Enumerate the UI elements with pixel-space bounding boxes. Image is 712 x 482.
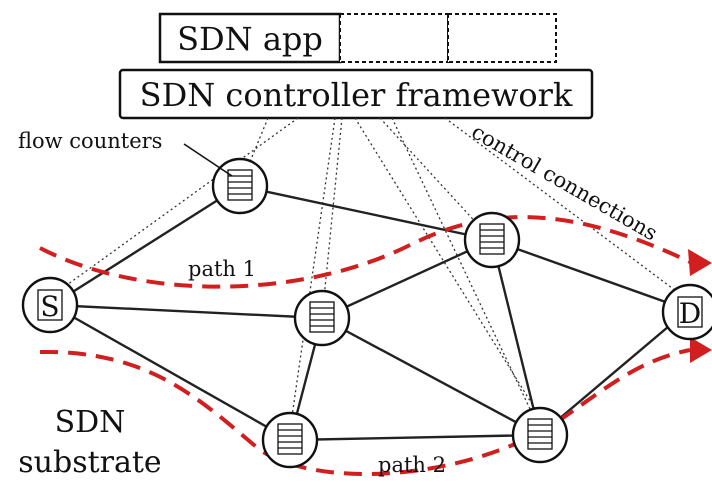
substrate-label-line2: substrate — [18, 445, 161, 480]
path-2-curve — [39, 348, 691, 476]
link — [321, 316, 541, 437]
flow-counters-label: flow counters — [18, 129, 162, 153]
path-2-arrowhead — [690, 337, 712, 363]
path-1-curve — [39, 215, 691, 289]
switch-node — [463, 211, 521, 269]
flow-table-icon — [277, 423, 303, 455]
flow-table-icon — [227, 169, 253, 201]
link — [51, 303, 291, 442]
destination-box — [677, 296, 703, 328]
controller-box — [118, 68, 594, 120]
controller-framework: SDN controller framework — [118, 68, 594, 120]
path-2-label: path 2 — [378, 453, 446, 477]
control-line — [444, 117, 689, 301]
control-line — [354, 117, 546, 426]
controller-label: SDN controller framework — [140, 76, 573, 114]
destination-label: D — [679, 297, 701, 330]
switch-node — [211, 157, 269, 215]
sdn-app-box — [158, 12, 342, 64]
substrate-links — [51, 184, 689, 442]
control-line — [59, 117, 299, 291]
path-1-arrowhead — [688, 249, 712, 276]
flow-counters-pointer — [183, 143, 233, 177]
switch-node — [261, 411, 319, 469]
destination-node: D — [661, 283, 712, 341]
flow-table-icon — [527, 418, 553, 450]
switch-node — [293, 289, 351, 347]
link — [490, 239, 542, 436]
link — [51, 303, 323, 320]
link — [321, 238, 493, 320]
source-node: S — [21, 276, 79, 334]
sdn-app-label: SDN app — [177, 20, 323, 58]
link — [491, 238, 689, 312]
control-connections — [59, 117, 689, 431]
link — [289, 433, 541, 442]
placeholder-app-box-1 — [339, 13, 449, 63]
control-line — [321, 117, 343, 319]
placeholder-app-box-2 — [447, 13, 557, 63]
link — [539, 309, 689, 436]
flow-paths — [39, 215, 712, 476]
substrate-label-line1: SDN — [55, 405, 126, 440]
link — [239, 184, 493, 242]
switch-node — [511, 406, 569, 464]
path-1-label: path 1 — [188, 257, 256, 281]
source-label: S — [40, 290, 59, 323]
sdn-app-row: SDN app — [158, 12, 557, 64]
source-box — [37, 289, 63, 321]
flow-table-icon — [309, 301, 335, 333]
link — [51, 184, 241, 307]
sdn-substrate-label: SDN substrate — [18, 405, 161, 480]
flow-table-icon — [479, 223, 505, 255]
flow-counters-annotation: flow counters — [18, 129, 233, 177]
